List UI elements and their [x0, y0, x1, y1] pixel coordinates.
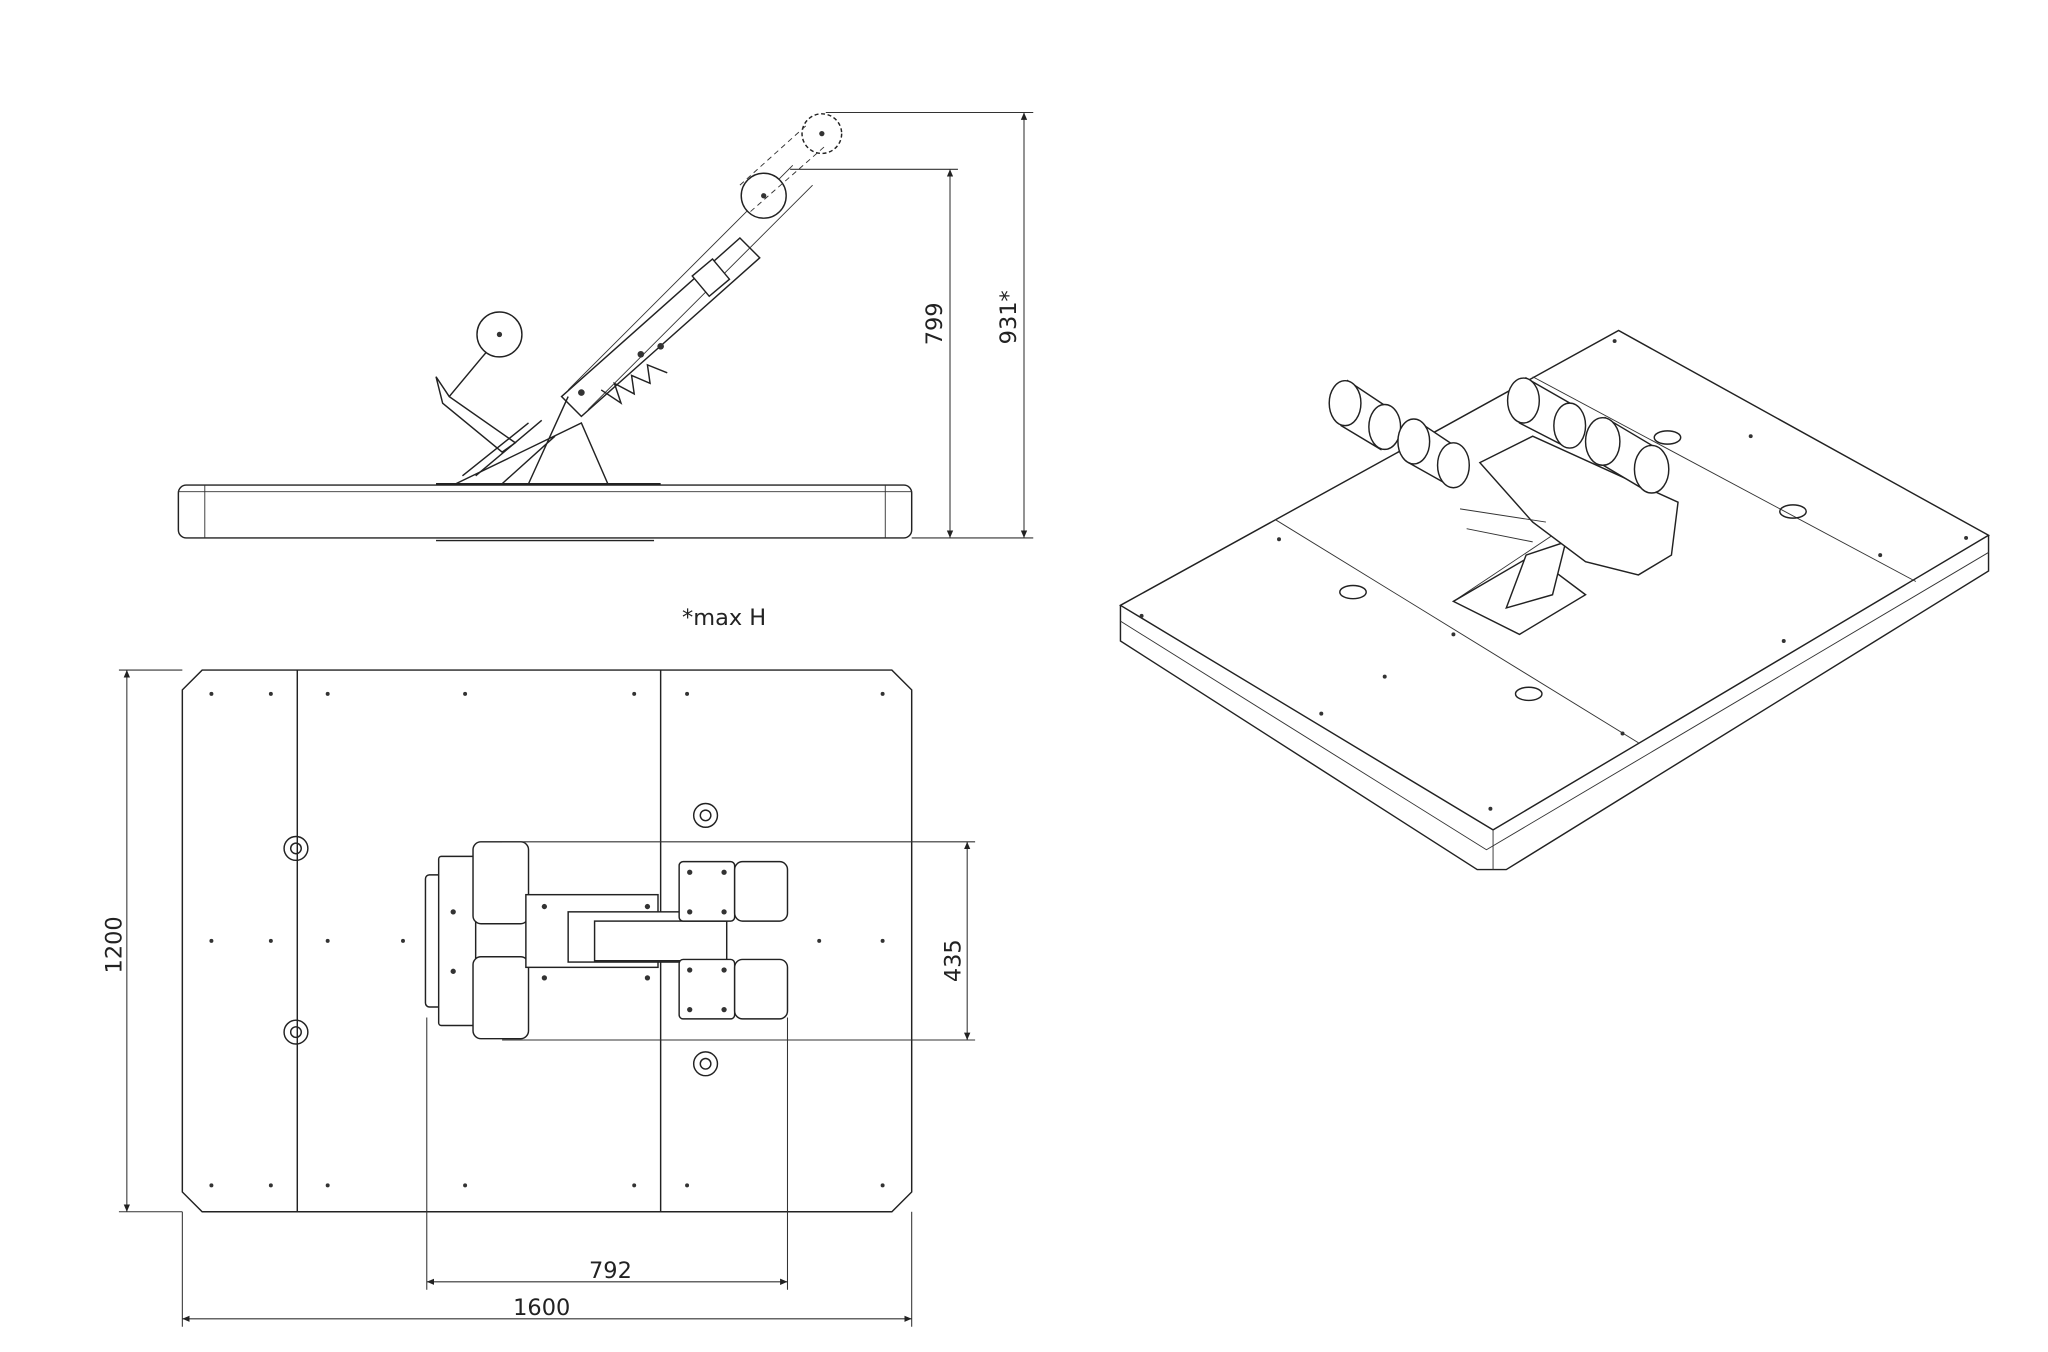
dim-1200-label: 1200 [102, 916, 128, 973]
dim-799-label: 799 [922, 302, 948, 345]
iso-roller-4 [1584, 416, 1670, 494]
dim-931-label: 931* [996, 290, 1022, 344]
iso-roller-1 [1328, 379, 1402, 451]
side-view: 799 931* *max H [177, 111, 1034, 631]
dim-792-label: 792 [589, 1258, 632, 1284]
isometric-view [1119, 329, 1991, 871]
mechanism-top [424, 841, 789, 1040]
iso-roller-2 [1397, 418, 1471, 489]
dim-435-label: 435 [941, 939, 967, 982]
max-height-note: *max H [682, 605, 766, 631]
top-view: 1200 1600 792 435 [102, 669, 976, 1327]
iso-roller-3 [1506, 376, 1587, 449]
dim-1600-label: 1600 [513, 1295, 570, 1321]
